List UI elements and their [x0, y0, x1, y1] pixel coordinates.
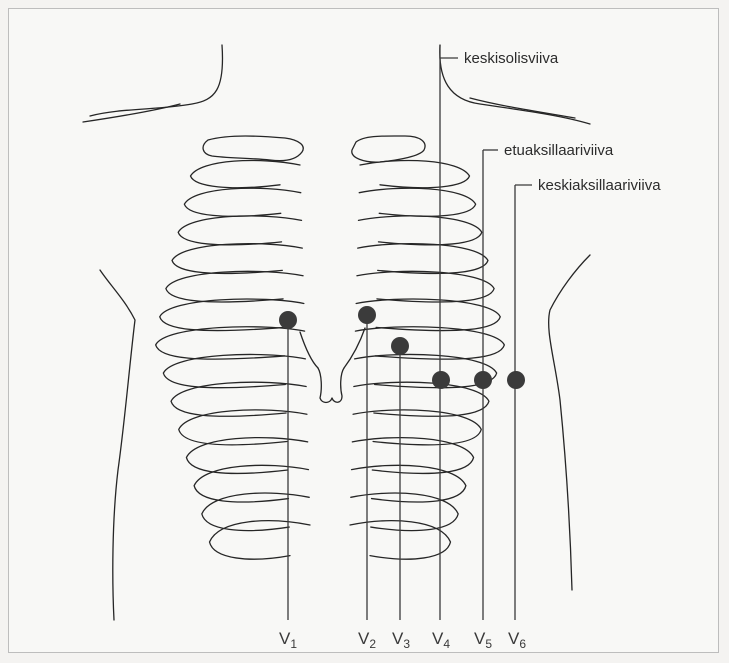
- left-rib: [166, 271, 303, 302]
- right-rib: [352, 465, 466, 502]
- lead-label-v2: V2: [358, 629, 376, 651]
- xiphoid-process: [300, 328, 365, 403]
- left-rib: [156, 327, 305, 359]
- left-ribcage: [156, 160, 310, 559]
- lead-label-v5: V5: [474, 629, 492, 651]
- right-rib: [358, 244, 488, 274]
- lead-labels: V1 V2 V3 V4 V5 V6: [279, 629, 526, 651]
- reference-lines: [288, 45, 532, 620]
- lead-label-v1: V1: [279, 629, 297, 651]
- left-rib: [210, 521, 311, 559]
- left-rib: [194, 465, 308, 502]
- right-rib: [355, 327, 504, 359]
- electrode-v3: [391, 337, 409, 355]
- electrode-v1: [279, 311, 297, 329]
- electrode-v4: [432, 371, 450, 389]
- lead-label-v4: V4: [432, 629, 450, 651]
- right-rib: [356, 299, 500, 331]
- right-rib: [357, 271, 494, 302]
- torso-outline: [100, 255, 590, 620]
- right-ribcage: [350, 160, 504, 559]
- left-rib: [172, 244, 302, 274]
- left-rib: [184, 188, 300, 216]
- electrode-v2: [358, 306, 376, 324]
- anterior-axillary-label: etuaksillaariviiva: [504, 142, 614, 159]
- electrode-v5: [474, 371, 492, 389]
- midclavicular-label: keskisolisviiva: [464, 50, 559, 67]
- left-rib: [178, 216, 301, 245]
- electrode-v6: [507, 371, 525, 389]
- lead-label-v6: V6: [508, 629, 526, 651]
- right-rib: [360, 160, 470, 187]
- left-rib: [202, 493, 309, 531]
- clavicles: [203, 136, 425, 162]
- mid-axillary-label: keskiaksillaariviiva: [538, 177, 661, 194]
- right-rib: [358, 216, 481, 245]
- lead-label-v3: V3: [392, 629, 410, 651]
- electrodes: [279, 306, 525, 389]
- right-rib: [359, 188, 475, 216]
- left-rib: [191, 160, 301, 187]
